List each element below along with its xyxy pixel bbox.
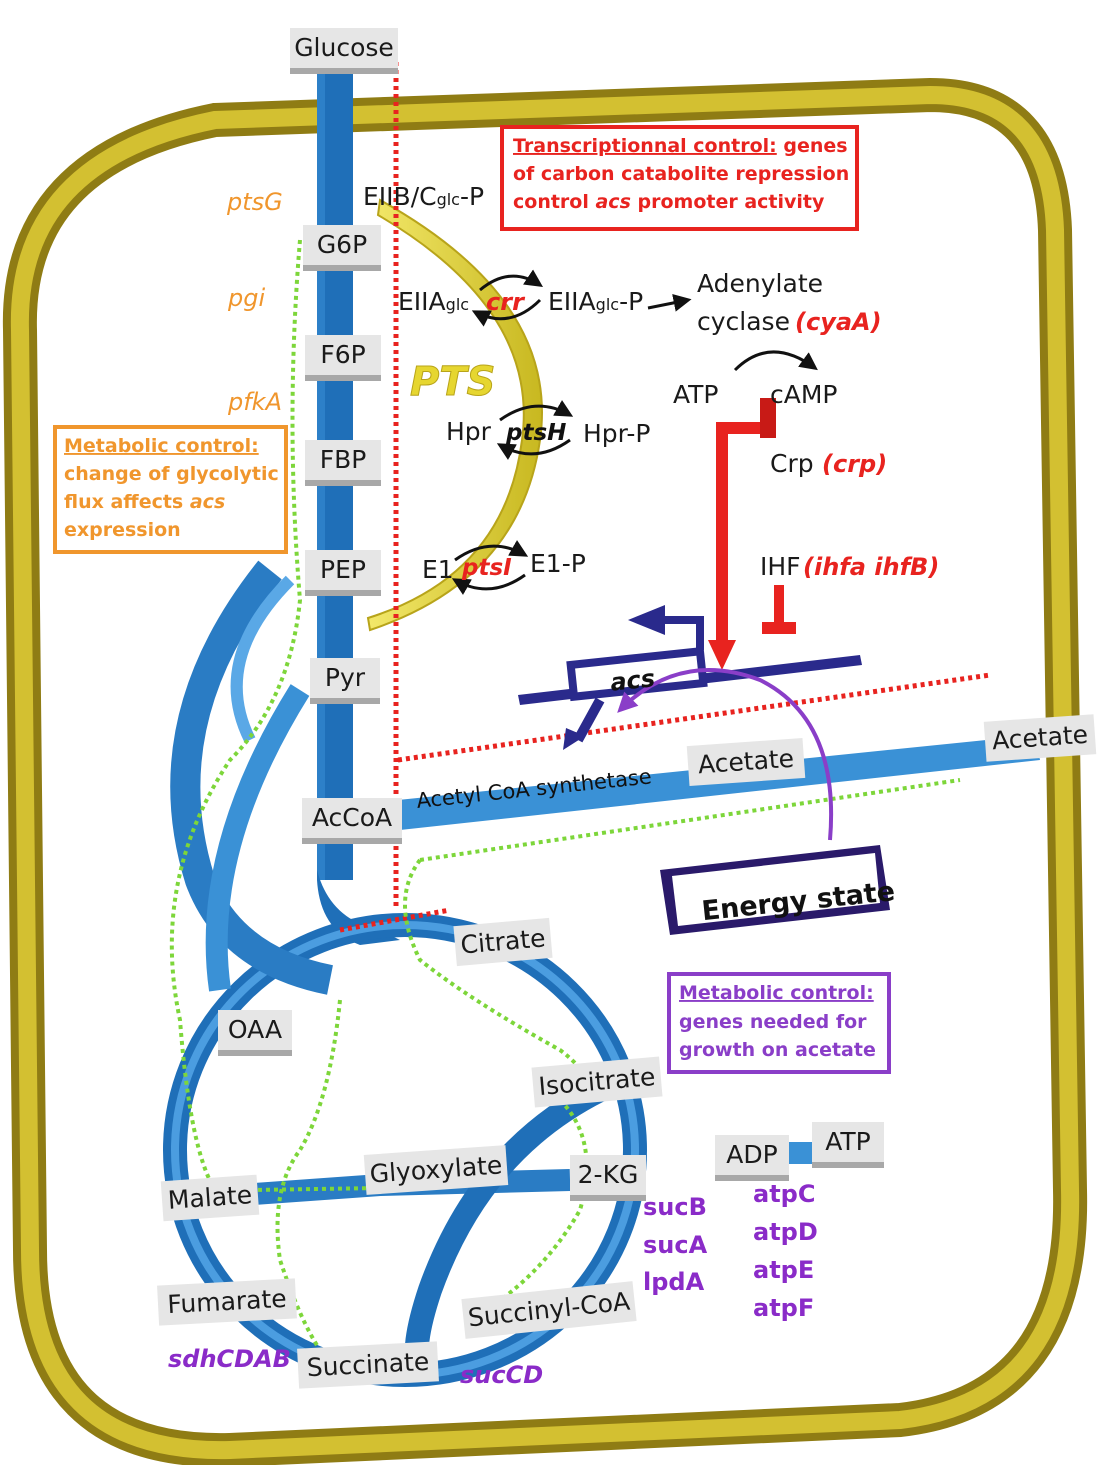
svg-text:ATP: ATP bbox=[673, 380, 719, 409]
atp-synthase-bar bbox=[785, 1142, 815, 1164]
energy-state-arrow bbox=[617, 668, 834, 841]
svg-text:Fumarate: Fumarate bbox=[167, 1284, 288, 1319]
green-dashed-path bbox=[169, 239, 961, 1352]
svg-text:expression: expression bbox=[64, 519, 181, 541]
svg-text:PEP: PEP bbox=[320, 555, 366, 584]
citrate-box: Citrate bbox=[453, 917, 553, 967]
svg-text:change of glycolytic: change of glycolytic bbox=[64, 463, 279, 485]
acetate-in-box: Acetate bbox=[686, 738, 806, 786]
svg-text:crr: crr bbox=[486, 288, 526, 316]
ihf-repression bbox=[762, 585, 796, 634]
svg-text:acs: acs bbox=[609, 664, 656, 697]
svg-text:control acs promoter activity: control acs promoter activity bbox=[513, 191, 825, 213]
svg-text:ptsH: ptsH bbox=[505, 420, 566, 446]
svg-text:AcCoA: AcCoA bbox=[312, 803, 392, 832]
gene-ptsG: ptsG bbox=[226, 188, 283, 216]
isocitrate-box: Isocitrate bbox=[531, 1056, 663, 1108]
svg-text:lpdA: lpdA bbox=[643, 1268, 705, 1296]
svg-text:sucB: sucB bbox=[643, 1193, 707, 1221]
regulation-labels: Adenylate cyclase (cyaA) ATP cAMP Crp (c… bbox=[415, 269, 939, 927]
svg-text:PTS: PTS bbox=[410, 359, 495, 405]
svg-text:Pyr: Pyr bbox=[325, 663, 366, 692]
svg-text:FBP: FBP bbox=[320, 445, 367, 474]
svg-text:EIIB/Cglc-P: EIIB/Cglc-P bbox=[363, 182, 484, 211]
energy-state-box bbox=[660, 845, 890, 935]
svg-text:(cyaA): (cyaA) bbox=[795, 308, 882, 336]
pep-box: PEP bbox=[305, 550, 381, 596]
metabolic-control-orange-box: Metabolic control: change of glycolytic … bbox=[53, 425, 288, 554]
svg-text:atpF: atpF bbox=[753, 1294, 814, 1322]
acetate-out-box: Acetate bbox=[983, 714, 1097, 762]
svg-text:sucCD: sucCD bbox=[460, 1361, 543, 1389]
svg-text:Glucose: Glucose bbox=[294, 33, 394, 62]
svg-text:F6P: F6P bbox=[320, 340, 365, 369]
cell-membrane bbox=[2, 77, 1088, 1465]
svg-text:Hpr: Hpr bbox=[446, 417, 492, 446]
glyoxylate-box: Glyoxylate bbox=[363, 1145, 509, 1195]
f6p-box: F6P bbox=[305, 335, 381, 381]
svg-text:Hpr-P: Hpr-P bbox=[583, 419, 650, 448]
svg-text:sucA: sucA bbox=[643, 1231, 708, 1259]
svg-text:Malate: Malate bbox=[167, 1180, 253, 1215]
svg-text:OAA: OAA bbox=[228, 1015, 282, 1044]
atp-box: ATP bbox=[812, 1122, 884, 1168]
accoa-box: AcCoA bbox=[302, 798, 402, 844]
oaa-box: OAA bbox=[218, 1010, 292, 1056]
svg-text:IHF: IHF bbox=[760, 552, 801, 581]
svg-text:genes needed for: genes needed for bbox=[679, 1011, 867, 1033]
pts-labels: PTS EIIB/Cglc-P EIIAglc crr EIIAglc-P Hp… bbox=[363, 182, 650, 584]
fbp-box: FBP bbox=[305, 440, 381, 486]
tca-genes: sucB sucA lpdA atpC atpD atpE atpF sdhCD… bbox=[168, 1180, 818, 1389]
g6p-box: G6P bbox=[303, 225, 381, 271]
svg-text:Acetate: Acetate bbox=[697, 744, 795, 780]
metabolic-control-purple-box: Metabolic control: genes needed for grow… bbox=[667, 972, 891, 1074]
svg-text:of carbon catabolite repressio: of carbon catabolite repression bbox=[513, 163, 849, 185]
svg-text:cyclase: cyclase bbox=[697, 307, 790, 336]
camp-crp-activation-arrow bbox=[708, 398, 776, 670]
transcriptional-control-box: Transcriptionnal control: genes of carbo… bbox=[500, 125, 859, 231]
svg-text:Metabolic control:: Metabolic control: bbox=[64, 435, 259, 457]
svg-text:growth on acetate: growth on acetate bbox=[679, 1039, 876, 1061]
metabolite-boxes: Glucose G6P F6P FBP PEP Pyr AcCoA Citrat… bbox=[157, 28, 1097, 1389]
pts-cycle-arrows bbox=[451, 269, 818, 595]
malate-box: Malate bbox=[160, 1174, 260, 1222]
svg-text:ptsI: ptsI bbox=[461, 555, 512, 581]
svg-text:EIIAglc-P: EIIAglc-P bbox=[548, 287, 643, 316]
svg-text:Succinate: Succinate bbox=[306, 1347, 430, 1382]
gene-pgi: pgi bbox=[227, 284, 265, 312]
svg-text:cAMP: cAMP bbox=[770, 380, 838, 409]
adp-box: ADP bbox=[715, 1135, 789, 1181]
gene-pfkA: pfkA bbox=[227, 388, 282, 416]
svg-text:ATP: ATP bbox=[825, 1127, 871, 1156]
pts-arc bbox=[366, 198, 543, 632]
glucose-box: Glucose bbox=[290, 28, 398, 74]
svg-text:EIIAglc: EIIAglc bbox=[398, 287, 469, 316]
svg-text:atpE: atpE bbox=[753, 1256, 814, 1284]
svg-text:Crp: Crp bbox=[770, 449, 814, 478]
svg-text:sdhCDAB: sdhCDAB bbox=[168, 1345, 291, 1373]
red-dashed-path bbox=[339, 62, 991, 933]
svg-text:Acetate: Acetate bbox=[991, 720, 1089, 756]
svg-text:(ihfa ihfB): (ihfa ihfB) bbox=[803, 553, 939, 581]
svg-text:Transcriptionnal control: gene: Transcriptionnal control: genes bbox=[513, 135, 848, 157]
svg-text:ADP: ADP bbox=[726, 1140, 777, 1169]
svg-text:Adenylate: Adenylate bbox=[697, 269, 823, 298]
svg-text:E1-P: E1-P bbox=[530, 549, 586, 578]
svg-text:G6P: G6P bbox=[317, 230, 367, 259]
svg-text:E1: E1 bbox=[422, 555, 454, 584]
succinate-box: Succinate bbox=[297, 1341, 439, 1389]
twokg-box: 2-KG bbox=[570, 1155, 646, 1201]
svg-text:(crp): (crp) bbox=[822, 450, 887, 478]
fumarate-box: Fumarate bbox=[157, 1278, 297, 1326]
acs-gene-locus bbox=[518, 605, 862, 750]
svg-text:2-KG: 2-KG bbox=[578, 1160, 639, 1189]
pyr-box: Pyr bbox=[310, 658, 380, 704]
svg-text:atpC: atpC bbox=[753, 1180, 815, 1208]
svg-text:flux affects acs: flux affects acs bbox=[64, 491, 225, 513]
svg-text:Metabolic control:: Metabolic control: bbox=[679, 982, 874, 1004]
svg-text:atpD: atpD bbox=[753, 1218, 818, 1246]
